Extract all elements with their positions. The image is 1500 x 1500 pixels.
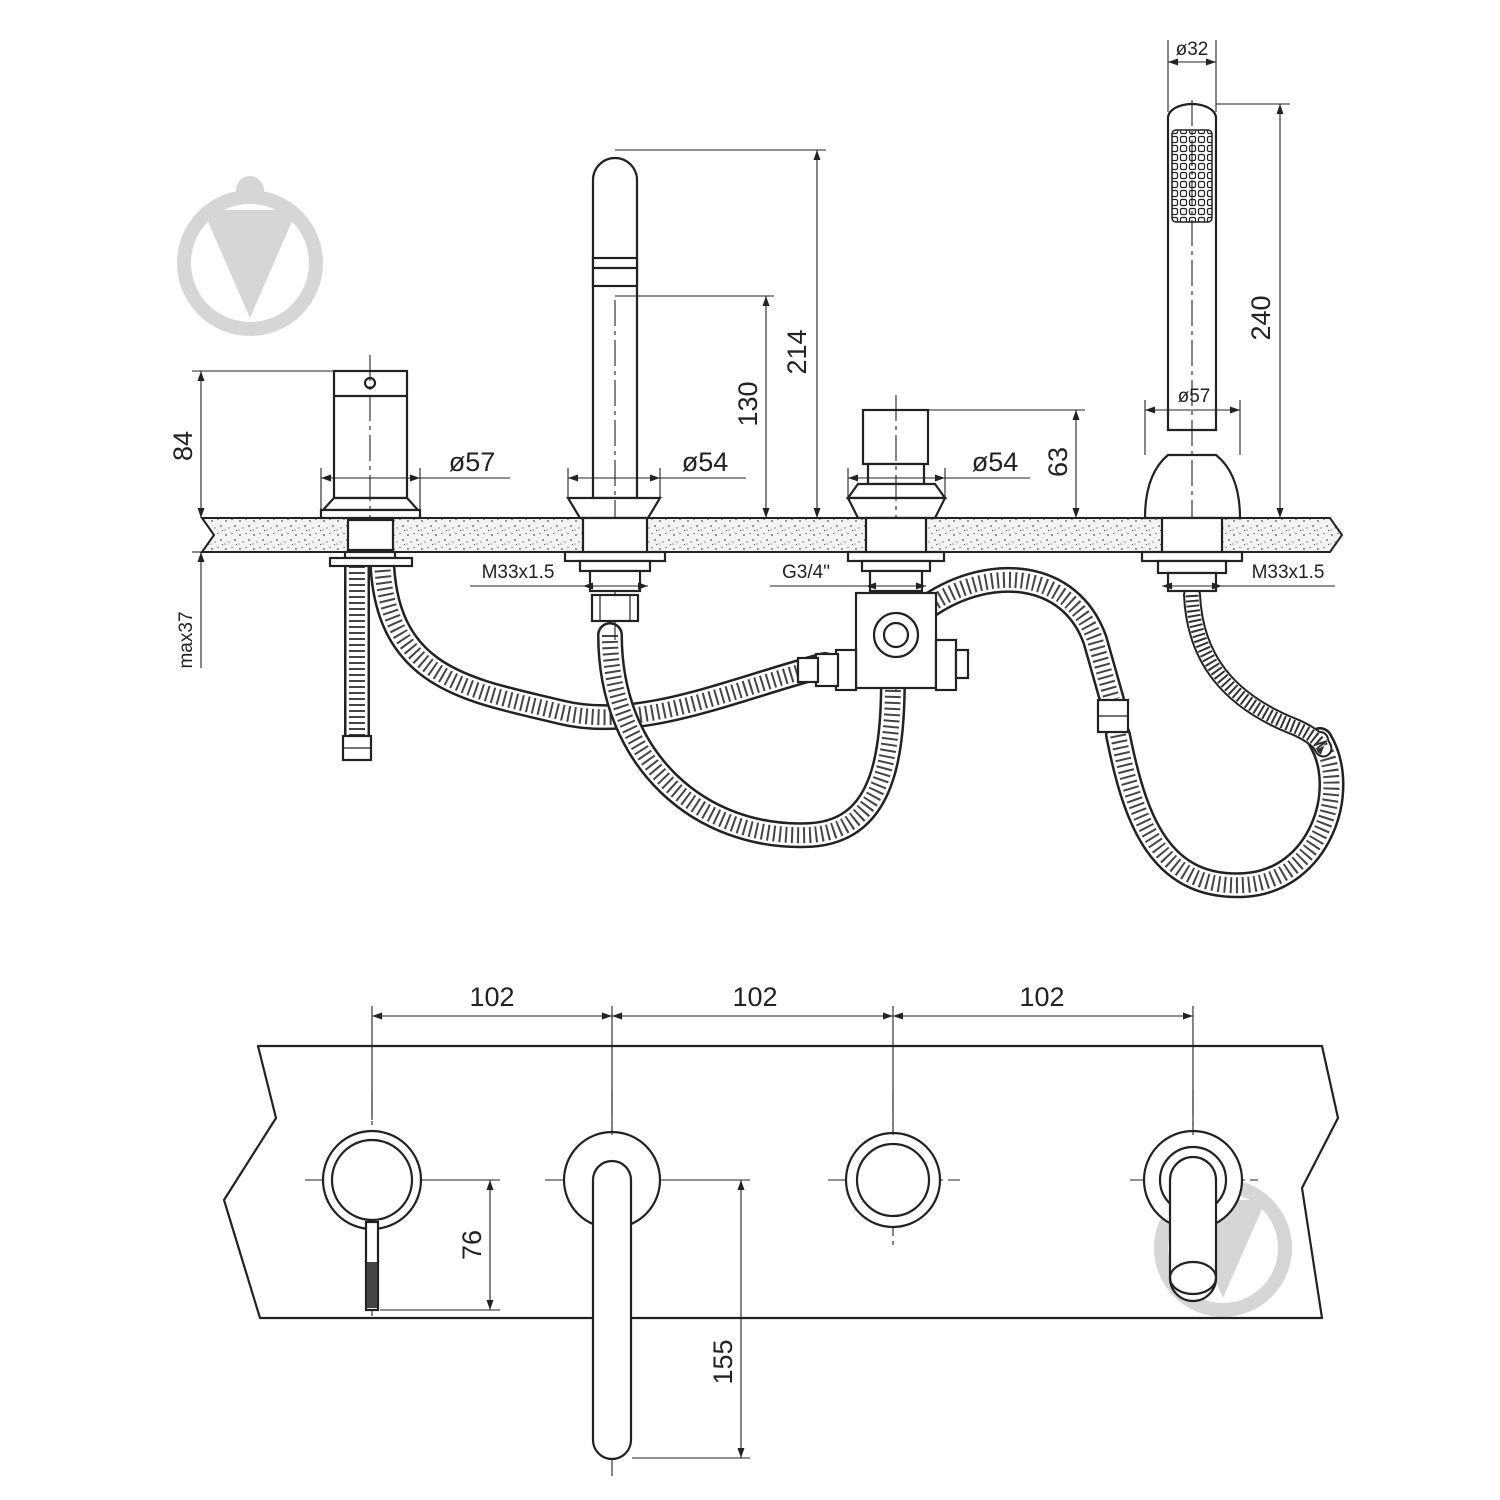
dim-spacing-3: 102	[1019, 982, 1064, 1012]
dim-mixer-height: 84	[168, 431, 198, 461]
dim-diverter-base-diameter: ø54	[972, 447, 1019, 477]
dim-lever-reach: 76	[457, 1230, 487, 1260]
side-dimensions: ø32 240 214 130 84 max37	[168, 39, 1335, 669]
dim-spacing-2: 102	[732, 982, 777, 1012]
dim-handshower-height: 240	[1246, 295, 1276, 340]
hand-shower	[1140, 100, 1244, 593]
dim-spout-base-diameter: ø54	[682, 447, 729, 477]
dim-diverter-height: 63	[1043, 447, 1073, 477]
side-view: ø32 240 214 130 84 max37	[168, 39, 1345, 899]
dim-spout-height: 214	[782, 329, 812, 374]
handshower-top	[1142, 1129, 1244, 1303]
dim-max-deck-thickness: max37	[176, 611, 197, 668]
logo-watermark	[177, 176, 323, 336]
deck-surface	[200, 517, 1344, 553]
dim-spout-outlet-height: 130	[733, 381, 763, 426]
mixer-body	[319, 355, 422, 762]
deck-outline	[222, 1044, 1340, 1320]
dim-spout-thread: M33x1.5	[482, 562, 555, 583]
supply-hoses	[344, 545, 1345, 899]
top-dimensions: 102 102 102 76 155	[371, 982, 1194, 1459]
diverter	[796, 395, 1130, 734]
spout	[563, 156, 667, 640]
dim-mixer-base-diameter: ø57	[449, 447, 496, 477]
dim-spout-reach: 155	[708, 1339, 738, 1384]
dim-diverter-thread: G3/4"	[782, 562, 830, 583]
spout-top	[562, 1130, 662, 1461]
dim-holder-thread: M33x1.5	[1252, 562, 1325, 583]
dim-spacing-1: 102	[469, 982, 514, 1012]
top-view: 102 102 102 76 155	[222, 982, 1340, 1480]
dim-holder-base-diameter: ø57	[1178, 386, 1211, 407]
diverter-top	[844, 1131, 942, 1229]
mixer-top	[321, 1129, 423, 1312]
dim-handshower-diameter: ø32	[1176, 39, 1209, 60]
